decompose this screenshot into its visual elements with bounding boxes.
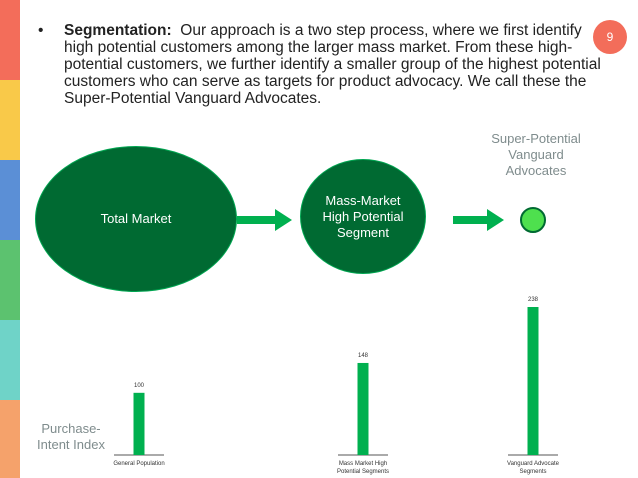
bar-value-label-2: 238 <box>528 297 539 303</box>
stripe-teal <box>0 320 20 400</box>
stripe-red <box>0 0 20 80</box>
bullet-text: Segmentation: Our approach is a two step… <box>64 22 604 107</box>
bar-1 <box>357 362 369 455</box>
stripe-blue <box>0 160 20 240</box>
category-label-1: Mass Market High <box>339 461 387 467</box>
page-number-badge: 9 <box>593 20 627 54</box>
side-color-stripes <box>0 0 20 478</box>
category-label-1-line2: Potential Segments <box>337 469 389 475</box>
purchase-intent-label: Purchase-Intent Index <box>37 421 105 452</box>
category-label-2-line2: Segments <box>519 469 546 475</box>
arrow-right-icon <box>237 209 292 231</box>
super-potential-circle <box>520 207 546 233</box>
bullet-dot: • <box>38 22 44 39</box>
stripe-green <box>0 240 20 320</box>
mass-market-circle: Mass-Market High Potential Segment <box>300 159 426 274</box>
total-market-label: Total Market <box>100 211 172 226</box>
bar-value-label-1: 148 <box>358 353 369 359</box>
bullet-lead: Segmentation: <box>64 22 172 39</box>
category-label-0: General Population <box>113 461 164 467</box>
arrow-right-icon-2 <box>453 209 504 231</box>
bar-2 <box>527 307 539 455</box>
stripe-yellow <box>0 80 20 160</box>
total-market-circle: Total Market <box>35 146 237 292</box>
mass-market-label: Mass-Market High Potential Segment <box>322 192 404 240</box>
super-potential-label: Super-Potential Vanguard Advocates <box>491 131 581 178</box>
bar-0 <box>133 392 145 455</box>
bullet-body: Our approach is a two step process, wher… <box>64 22 601 107</box>
bar-value-label-0: 100 <box>134 383 145 389</box>
category-label-2: Vanguard Advocate <box>507 461 560 467</box>
stripe-orange <box>0 400 20 478</box>
